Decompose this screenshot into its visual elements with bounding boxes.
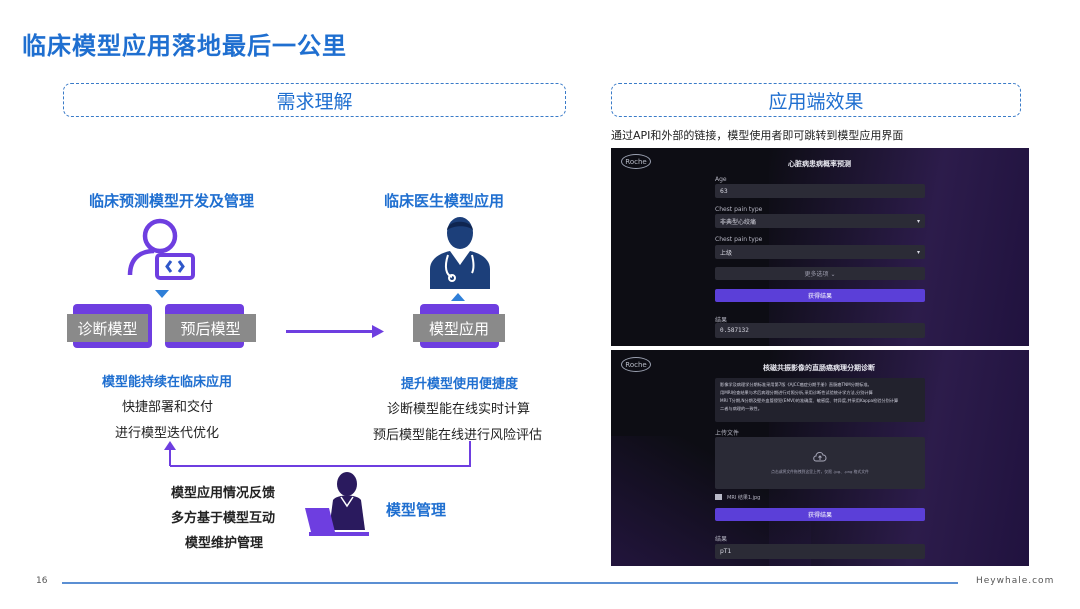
- loop-line-bottom: [170, 465, 471, 467]
- right-point-2: 预后模型能在线进行风险评估: [373, 424, 542, 443]
- down-arrow-icon: [155, 290, 169, 298]
- manager-laptop-icon: [303, 470, 381, 538]
- desc-line-4: 二者与病理的一致性。: [720, 405, 920, 413]
- app-effect-header-label: 应用端效果: [768, 87, 863, 114]
- chest-pain-select-2[interactable]: 上级 ▾: [715, 245, 925, 259]
- developer-icon: [124, 213, 198, 283]
- prognosis-model-label: 预后模型: [180, 318, 240, 339]
- image-file-icon: [715, 494, 722, 500]
- requirements-header-label: 需求理解: [276, 87, 352, 114]
- get-result-button[interactable]: 获得结果: [715, 289, 925, 302]
- diagnosis-model-pill: 诊断模型: [67, 314, 148, 342]
- right-point-1: 诊断模型能在线实时计算: [387, 398, 530, 417]
- flow-arrow-head-icon: [372, 325, 384, 338]
- flow-arrow-line: [286, 330, 374, 333]
- more-options-label: 更多选项 ⌄: [805, 269, 836, 278]
- doctor-application-title: 临床医生模型应用: [384, 190, 504, 211]
- requirements-header: 需求理解: [63, 83, 566, 117]
- chest-pain-label-2: Chest pain type: [715, 236, 762, 243]
- chest-pain-select-1[interactable]: 非典型心绞痛 ▾: [715, 214, 925, 228]
- description-box: 影像学及病理学分期标准采用第7版《AJCC癌症分期手册》直肠癌TNM分期标准。 …: [715, 378, 925, 422]
- screenshot-heart-disease: Roche 心脏病患病概率预测 Age 63 Chest pain type 非…: [611, 148, 1029, 346]
- screenshot-rectal-cancer: Roche 核磁共振影像的直肠癌病理分期诊断 影像学及病理学分期标准采用第7版《…: [611, 350, 1029, 566]
- footer-brand: Heywhale.com: [976, 576, 1054, 586]
- roche-logo: Roche: [621, 154, 651, 169]
- roche-logo-text: Roche: [625, 158, 646, 166]
- chevron-down-icon: ▾: [917, 218, 920, 225]
- cloud-upload-icon: [813, 451, 827, 462]
- loop-line-right: [469, 441, 471, 466]
- left-point-2: 进行模型迭代优化: [115, 422, 219, 441]
- chest-pain-value-2: 上级: [720, 248, 732, 257]
- more-options-button[interactable]: 更多选项 ⌄: [715, 267, 925, 280]
- screen1-title: 心脏病患病概率预测: [788, 159, 851, 169]
- upload-label: 上传文件: [715, 428, 739, 437]
- get-result-button[interactable]: 获得结果: [715, 508, 925, 521]
- uploaded-file-name: MRI 结果1.jpg: [727, 494, 760, 501]
- model-management-label: 模型管理: [386, 499, 446, 520]
- model-application-pill: 模型应用: [413, 314, 505, 342]
- roche-logo-text: Roche: [625, 361, 646, 369]
- result-output: 0.587132: [715, 323, 925, 338]
- up-arrow-icon: [451, 293, 465, 301]
- prognosis-model-pill: 预后模型: [165, 314, 256, 342]
- diagnosis-model-label: 诊断模型: [77, 318, 137, 339]
- doctor-icon: [428, 213, 492, 289]
- loop-arrow-head-icon: [164, 441, 176, 450]
- left-points-head: 模型能持续在临床应用: [102, 371, 232, 390]
- page-title: 临床模型应用落地最后一公里: [22, 26, 347, 61]
- get-result-label: 获得结果: [808, 510, 832, 519]
- upload-dropzone[interactable]: 点击或将文件拖拽到这里上传，仅限 .jpg、.png 格式文件: [715, 437, 925, 489]
- feedback-line-3: 模型维护管理: [185, 532, 263, 551]
- app-effect-header: 应用端效果: [611, 83, 1021, 117]
- result-value: pT1: [720, 548, 731, 555]
- feedback-line-1: 模型应用情况反馈: [171, 482, 275, 501]
- chest-pain-value-1: 非典型心绞痛: [720, 217, 756, 226]
- desc-line-1: 影像学及病理学分期标准采用第7版《AJCC癌症分期手册》直肠癌TNM分期标准。: [720, 381, 920, 389]
- dev-management-title: 临床预测模型开发及管理: [89, 190, 254, 211]
- result-value: 0.587132: [720, 327, 749, 334]
- page-number: 16: [36, 576, 47, 586]
- model-application-label: 模型应用: [429, 318, 489, 339]
- app-description: 通过API和外部的链接，模型使用者即可跳转到模型应用界面: [611, 127, 903, 143]
- result-label: 结果: [715, 534, 727, 543]
- age-label: Age: [715, 176, 727, 183]
- chest-pain-label-1: Chest pain type: [715, 206, 762, 213]
- loop-line-left: [169, 448, 171, 466]
- age-value: 63: [720, 188, 728, 195]
- age-input[interactable]: 63: [715, 184, 925, 198]
- footer-divider: [62, 582, 958, 584]
- desc-line-3: MRI T分期,N分期及壁外血管侵犯(EMVI)的准确度、敏感度、特异度,并采用…: [720, 397, 920, 405]
- feedback-line-2: 多方基于模型互动: [171, 507, 275, 526]
- desc-line-2: 用MRI检查结果与术后病理分期进行对照分析,采用诊断性试验统计学方法,分别计算: [720, 389, 920, 397]
- left-point-1: 快捷部署和交付: [122, 396, 213, 415]
- result-output: pT1: [715, 544, 925, 559]
- roche-logo: Roche: [621, 357, 651, 372]
- get-result-label: 获得结果: [808, 291, 832, 300]
- right-points-head: 提升模型使用便捷度: [401, 373, 518, 392]
- screen2-title: 核磁共振影像的直肠癌病理分期诊断: [763, 363, 875, 373]
- chevron-down-icon: ▾: [917, 249, 920, 256]
- upload-hint: 点击或将文件拖拽到这里上传，仅限 .jpg、.png 格式文件: [715, 469, 925, 475]
